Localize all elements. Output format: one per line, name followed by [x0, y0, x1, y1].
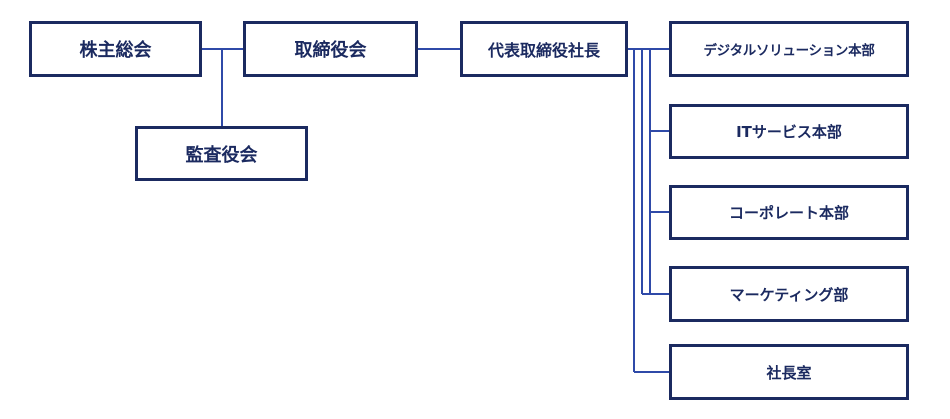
shareholders-meeting-box: 株主総会 [29, 21, 202, 77]
audit-board-box: 監査役会 [135, 126, 308, 181]
division-it-services-box: ITサービス本部 [669, 104, 909, 159]
division-president-office-box: 社長室 [669, 344, 909, 400]
board-of-directors-box: 取締役会 [243, 21, 418, 77]
division-corporate-box: コーポレート本部 [669, 185, 909, 240]
division-digital-solutions-box: デジタルソリューション本部 [669, 21, 909, 77]
division-marketing-box: マーケティング部 [669, 266, 909, 322]
president-box: 代表取締役社長 [460, 21, 628, 77]
